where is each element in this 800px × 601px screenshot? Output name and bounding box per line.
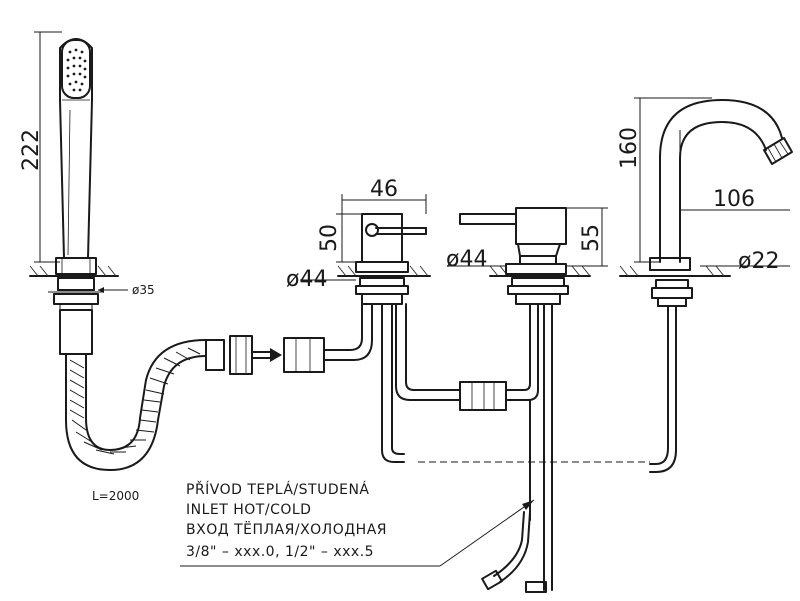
dim-spout-reach: 106 xyxy=(713,187,755,212)
dim-mixer-height: 55 xyxy=(579,224,604,252)
hand-shower xyxy=(29,31,128,355)
dim-spout-diameter: ø22 xyxy=(738,249,779,274)
inlet-note-line1: PŘÍVOD TEPLÁ/STUDENÁ xyxy=(186,481,370,498)
dim-spout-height: 160 xyxy=(617,127,642,169)
diverter-valve xyxy=(300,194,461,463)
dim-shower-height: 222 xyxy=(19,129,44,171)
dim-valve-base-diameter: ø44 xyxy=(286,267,327,292)
dim-hose-length: L=2000 xyxy=(92,489,139,503)
spray-holes xyxy=(66,48,87,92)
shower-hose xyxy=(65,303,373,471)
inlet-note-line2: INLET HOT/COLD xyxy=(186,502,311,518)
dim-valve-width: 46 xyxy=(370,177,398,202)
inlet-note: PŘÍVOD TEPLÁ/STUDENÁ INLET HOT/COLD ВХОД… xyxy=(186,481,387,560)
inlet-note-line3: ВХОД ТЁПЛАЯ/ХОЛОДНАЯ xyxy=(186,520,387,538)
dim-shower-diameter: ø35 xyxy=(132,283,155,297)
dim-valve-height: 50 xyxy=(317,224,342,252)
spout xyxy=(619,97,793,473)
inlet-note-line4: 3/8" – xxx.0, 1/2" – xxx.5 xyxy=(186,544,374,560)
dim-mixer-base-diameter: ø44 xyxy=(446,247,487,272)
mixer-valve xyxy=(448,207,608,593)
